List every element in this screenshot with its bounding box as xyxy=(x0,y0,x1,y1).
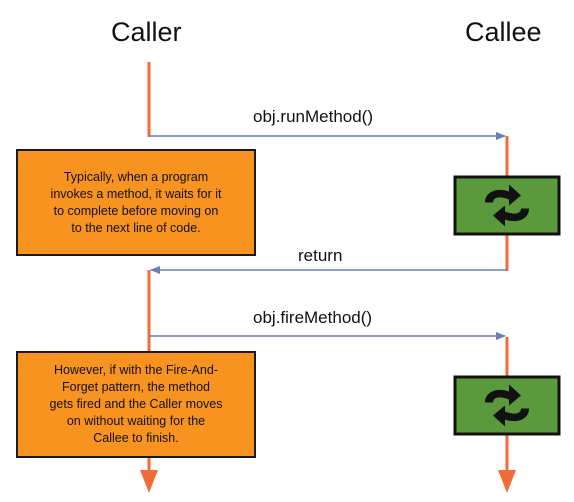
sync-note-line: to complete before moving on xyxy=(53,204,219,218)
fire-and-forget-note-line: gets fired and the Caller moves xyxy=(49,397,223,411)
return-label: return xyxy=(298,246,343,265)
caller-lifeline-arrowhead xyxy=(140,470,158,493)
sync-note-line: Typically, when a program xyxy=(63,170,209,184)
callee-lifeline-arrowhead xyxy=(498,470,516,493)
sync-note: Typically, when a program invokes a meth… xyxy=(16,149,256,256)
fire-and-forget-note-line: Forget pattern, the method xyxy=(61,380,210,394)
callee-processing-box-1 xyxy=(453,175,561,236)
sync-note-line: invokes a method, it waits for it xyxy=(50,187,222,201)
callee-processing-box-2 xyxy=(453,375,561,436)
run-method-label: obj.runMethod() xyxy=(253,107,374,126)
fire-and-forget-note-line: However, if with the Fire-And- xyxy=(54,363,218,377)
caller-title: Caller xyxy=(111,17,182,47)
fire-and-forget-note-line: on without waiting for the xyxy=(66,414,206,428)
fire-and-forget-note-line: Callee to finish. xyxy=(93,431,179,445)
fire-method-label: obj.fireMethod() xyxy=(253,308,373,327)
sync-note-line: to the next line of code. xyxy=(71,221,201,235)
fire-and-forget-note: However, if with the Fire-And- Forget pa… xyxy=(16,351,256,458)
callee-title: Callee xyxy=(465,17,542,47)
